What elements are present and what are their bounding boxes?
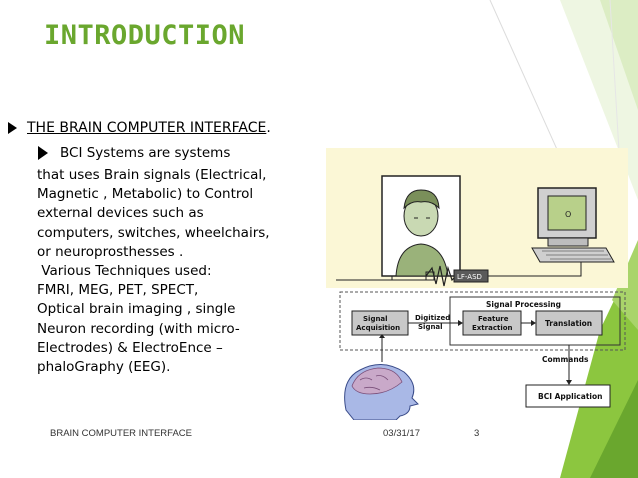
bullet-arrow-icon bbox=[38, 146, 48, 160]
footer-date: 03/31/17 bbox=[383, 428, 420, 439]
signal-processing-frame bbox=[449, 296, 621, 346]
bci-diagram: O LF-ASD Signal Processing Signal Acquis… bbox=[326, 148, 628, 420]
digitized-line-1: Digitized bbox=[415, 314, 450, 322]
arrow-head-icon bbox=[566, 380, 572, 385]
arrow-head-icon bbox=[379, 334, 385, 338]
signal-processing-label: Signal Processing bbox=[486, 300, 561, 309]
body-line: or neuroprosthesses . bbox=[37, 243, 184, 260]
body-line: Neuron recording (with micro- bbox=[37, 320, 240, 337]
footer-title: BRAIN COMPUTER INTERFACE bbox=[50, 428, 192, 439]
main-bullet-period: . bbox=[266, 120, 271, 136]
acquisition-line-1: Signal bbox=[363, 315, 388, 323]
sub-bullet: BCI Systems are systems bbox=[38, 145, 230, 161]
sub-bullet-label: BCI Systems are systems bbox=[60, 145, 231, 161]
body-line: Various Techniques used: bbox=[37, 263, 212, 280]
arrow-head-icon bbox=[458, 320, 463, 326]
processing-group bbox=[339, 291, 626, 351]
footer-page-number: 3 bbox=[474, 428, 480, 439]
commands-label: Commands bbox=[542, 355, 589, 364]
monitor-letter: O bbox=[565, 210, 571, 219]
bci-application-box bbox=[525, 384, 611, 408]
digitized-line-2: Signal bbox=[418, 323, 443, 331]
computer-icon: O bbox=[531, 187, 615, 263]
arrow-head-icon bbox=[531, 320, 536, 326]
lf-asd-label: LF-ASD bbox=[457, 273, 482, 281]
body-line: Optical brain imaging , single bbox=[37, 301, 236, 318]
body-line: phaloGraphy (EEG). bbox=[37, 359, 171, 376]
feature-line-1: Feature bbox=[478, 315, 509, 323]
slide-title: INTRODUCTION bbox=[44, 20, 246, 51]
body-line: Magnetic , Metabolic) to Control bbox=[37, 186, 254, 203]
main-bullet-label: THE BRAIN COMPUTER INTERFACE bbox=[27, 120, 267, 136]
bullet-arrow-icon bbox=[8, 122, 17, 134]
wire bbox=[488, 262, 582, 277]
body-line: external devices such as bbox=[37, 205, 204, 222]
translation-box bbox=[535, 310, 603, 336]
feature-line-2: Extraction bbox=[472, 324, 513, 332]
main-bullet: THE BRAIN COMPUTER INTERFACE. bbox=[8, 120, 271, 136]
bci-application-label: BCI Application bbox=[538, 392, 602, 401]
acquisition-line-2: Acquisition bbox=[356, 324, 400, 332]
body-text: that uses Brain signals (Electrical, Mag… bbox=[37, 166, 270, 377]
body-line: Electrodes) & ElectroEnce – bbox=[37, 339, 223, 356]
body-line: computers, switches, wheelchairs, bbox=[37, 224, 270, 241]
translation-label: Translation bbox=[545, 319, 592, 328]
body-line: FMRI, MEG, PET, SPECT, bbox=[37, 282, 199, 299]
brain-head-illustration bbox=[344, 364, 419, 420]
person-illustration bbox=[381, 175, 461, 277]
signal-wave-icon bbox=[425, 265, 457, 287]
body-line: that uses Brain signals (Electrical, bbox=[37, 167, 267, 183]
